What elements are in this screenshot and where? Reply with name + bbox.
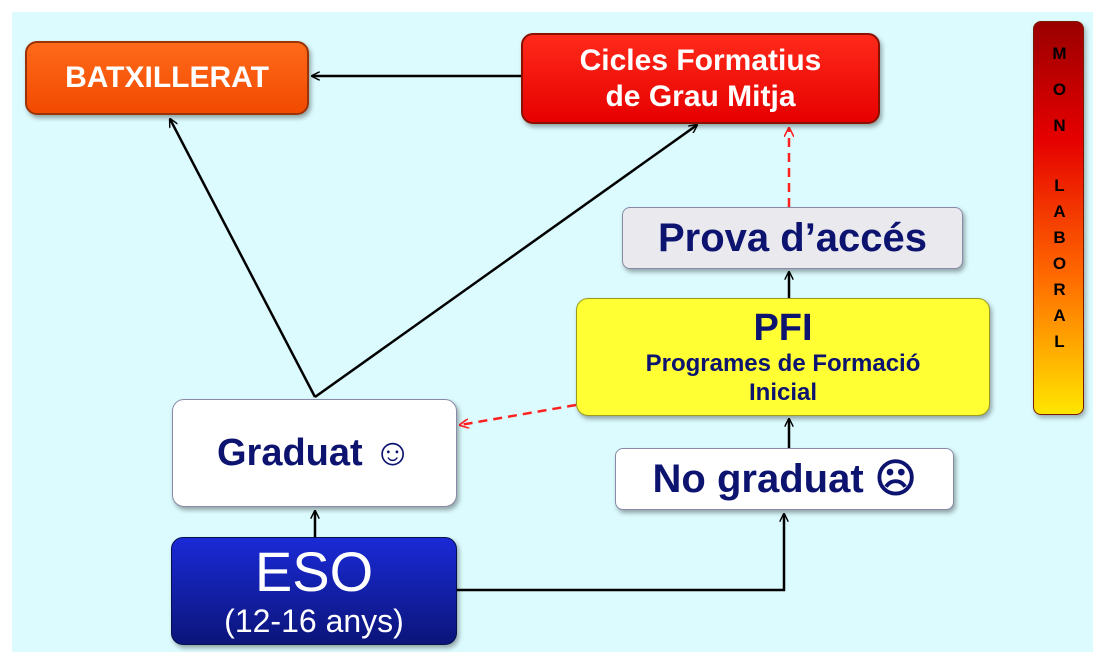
no-graduat-label: No graduat ☹	[652, 457, 917, 501]
laboral-letter: A	[1053, 202, 1066, 221]
pfi-subtitle-line2: Inicial	[748, 379, 818, 406]
no-graduat-box: No graduat ☹	[615, 448, 954, 510]
eso-title: ESO	[254, 540, 374, 603]
prova-label: Prova d’accés	[657, 215, 928, 260]
cicles-label-line2: de Grau Mitja	[605, 79, 796, 113]
pfi-title: PFI	[753, 307, 813, 349]
pfi-subtitle-line1: Programes de Formació	[645, 350, 921, 377]
pfi-box: PFI Programes de Formació Inicial	[576, 298, 990, 416]
laboral-letter: L	[1054, 176, 1065, 195]
arrow-eso-to-no-graduat	[457, 514, 784, 592]
laboral-letter: L	[1054, 332, 1065, 351]
arrow-graduat-to-batxillerat	[170, 119, 317, 398]
eso-box: ESO (12-16 anys)	[171, 537, 457, 645]
laboral-letter: A	[1053, 306, 1066, 325]
laboral-letter: B	[1053, 228, 1066, 247]
cicles-formatius-box: Cicles Formatius de Grau Mitja	[521, 33, 880, 124]
batxillerat-label: BATXILLERAT	[65, 61, 269, 94]
cicles-label-line1: Cicles Formatius	[579, 43, 822, 77]
prova-acces-box: Prova d’accés	[622, 207, 963, 269]
laboral-letter: R	[1053, 280, 1066, 299]
graduat-box: Graduat ☺	[172, 399, 457, 507]
mon-letter: M	[1052, 44, 1067, 63]
arrow-pfi-to-graduat-dashed	[460, 403, 577, 425]
laboral-letter: O	[1052, 254, 1067, 273]
mon-letter: O	[1052, 80, 1067, 99]
eso-subtitle: (12-16 anys)	[224, 603, 404, 639]
batxillerat-box: BATXILLERAT	[25, 41, 309, 115]
graduat-label: Graduat ☺	[216, 431, 413, 474]
arrow-graduat-to-cicles	[314, 125, 697, 399]
mon-laboral-bar: M O N L A B O R A L	[1033, 21, 1084, 415]
mon-letter: N	[1053, 116, 1066, 135]
